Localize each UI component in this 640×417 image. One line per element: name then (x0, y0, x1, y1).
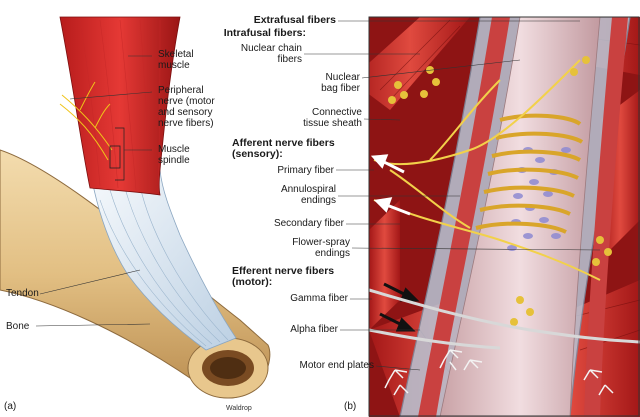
panel-label-a: (a) (4, 401, 17, 412)
muscle-spindle-box (109, 145, 121, 169)
label-muscle-spindle: Muscle spindle (158, 144, 190, 166)
right-panel-frame (368, 16, 640, 417)
label-skeletal-muscle: Skeletal muscle (158, 49, 194, 71)
label-annulospiral-endings: Annulospiral endings (280, 184, 336, 206)
label-peripheral-nerve: Peripheral nerve (motor and sensory nerv… (158, 85, 215, 129)
label-secondary-fiber: Secondary fiber (273, 218, 344, 229)
left-panel-art (0, 16, 271, 399)
left-leader-lines (35, 55, 153, 327)
label-afferent-heading: Afferent nerve fibers (sensory): (232, 137, 335, 160)
label-nuclear-chain-fibers: Nuclear chain fibers (240, 43, 302, 65)
tendon-shape (91, 169, 237, 351)
label-tendon: Tendon (6, 288, 39, 299)
right-leader-lines (304, 20, 601, 371)
label-efferent-heading: Efferent nerve fibers (motor): (232, 265, 335, 288)
label-extrafusal-fibers: Extrafusal fibers (253, 14, 336, 26)
label-intrafusal-fibers: Intrafusal fibers: (223, 27, 306, 39)
panel-label-b: (b) (344, 401, 357, 412)
right-panel-art (369, 17, 640, 417)
motor-end-plates (384, 349, 614, 396)
peripheral-nerve (59, 81, 113, 161)
label-nuclear-bag-fiber: Nuclear bag fiber (321, 72, 360, 94)
label-gamma-fiber: Gamma fiber (290, 293, 348, 304)
label-bone: Bone (6, 321, 30, 332)
illustrator-credit: Waldrop (226, 405, 252, 412)
annulospiral-coils (475, 113, 584, 234)
flower-spray-clusters (388, 56, 612, 326)
label-flower-spray-endings: Flower-spray endings (292, 237, 350, 259)
label-connective-tissue-sheath: Connective tissue sheath (303, 107, 362, 129)
label-alpha-fiber: Alpha fiber (290, 324, 338, 335)
label-motor-end-plates: Motor end plates (299, 360, 375, 371)
label-primary-fiber: Primary fiber (277, 165, 334, 176)
sensory-nerve-fibers (373, 59, 601, 281)
skeletal-muscle-shape (59, 16, 181, 196)
